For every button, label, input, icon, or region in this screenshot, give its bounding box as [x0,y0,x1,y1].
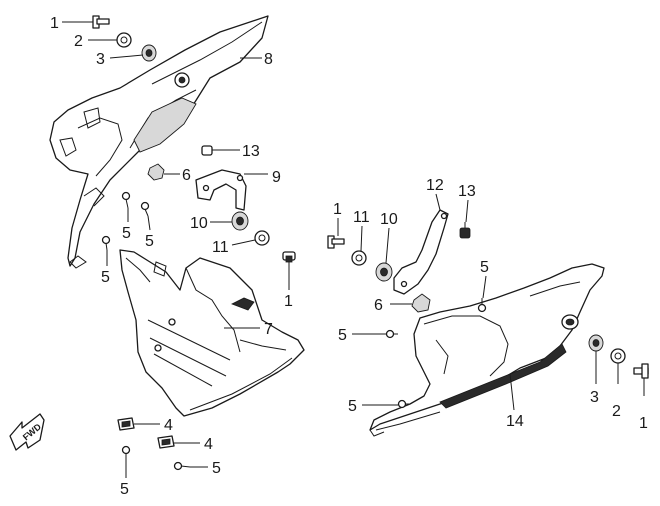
forward-arrow-icon: FWD [9,413,45,451]
center-lower-cover [119,249,305,417]
callout-2: 2 [74,33,83,50]
callout-5: 5 [101,269,110,286]
callout-8: 8 [264,51,273,68]
callout-1: 1 [284,293,293,310]
screw-5h [397,399,410,409]
clip-4a [117,417,135,431]
bolt-13b [459,222,471,239]
callout-11: 11 [212,239,229,256]
callout-13: 13 [242,143,260,160]
callout-5: 5 [212,460,221,477]
callout-numbers: 1 2 3 8 13 6 9 5 5 10 11 5 1 7 4 4 5 5 1… [50,15,648,498]
callout-6: 6 [182,167,191,184]
bolt-1d [633,363,649,379]
collar-2b [610,348,626,364]
clip-4b [157,435,175,449]
bolt-1a [92,15,110,29]
screw-5g [385,329,398,339]
callout-1: 1 [50,15,59,32]
callout-14: 14 [506,413,524,430]
callout-10: 10 [190,215,208,232]
screw-5a [121,191,131,209]
callout-1: 1 [333,201,342,218]
collar-11b [351,250,367,266]
bracket-9 [195,169,247,211]
callout-5: 5 [480,259,489,276]
callout-12: 12 [426,177,444,194]
left-upper-side-cover [49,15,269,269]
callout-7: 7 [264,321,273,338]
leader-lines [62,21,645,478]
callout-9: 9 [272,169,281,186]
callout-13: 13 [458,183,476,200]
screw-5c [101,235,111,251]
callout-5: 5 [145,233,154,250]
grommet-3a [141,44,157,62]
callout-11: 11 [353,209,370,226]
screw-5f [477,298,487,313]
callout-1: 1 [639,415,648,432]
collar-11a [254,230,270,246]
callout-3: 3 [590,389,599,406]
callout-5: 5 [338,327,347,344]
damper-10b [375,262,393,282]
bolt-1c [327,235,345,249]
nut-6a [147,163,165,181]
screw-5e [173,461,191,471]
callout-6: 6 [374,297,383,314]
damper-10a [231,211,249,231]
callout-2: 2 [612,403,621,420]
callout-5: 5 [120,481,129,498]
callout-3: 3 [96,51,105,68]
callout-4: 4 [204,436,213,453]
callout-10: 10 [380,211,398,228]
screw-5d [121,445,131,462]
callout-5: 5 [122,225,131,242]
callout-4: 4 [164,417,173,434]
nut-6b [411,293,431,313]
collar-2a [116,32,132,48]
bolt-1b [282,251,296,263]
grommet-3b [588,334,604,352]
bracket-12 [393,209,449,295]
right-lower-cover [369,263,605,437]
callout-5: 5 [348,398,357,415]
screw-5b [140,201,150,217]
